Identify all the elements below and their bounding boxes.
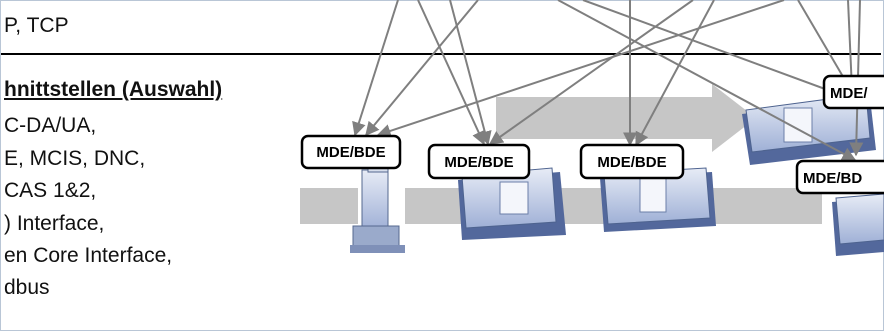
badge-mde-partial-bottom: MDE/BD <box>795 159 884 195</box>
badge-mde-bde-1: MDE/BDE <box>300 134 402 170</box>
badge-label: MDE/BDE <box>316 144 385 161</box>
interface-item: ) Interface, <box>4 212 105 235</box>
badge-mde-partial-top: MDE/ <box>822 74 884 110</box>
badge-mde-bde-2: MDE/BDE <box>427 143 531 180</box>
badge-label: MDE/BD <box>803 170 862 187</box>
interface-item: E, MCIS, DNC, <box>4 147 146 170</box>
machine-lathe-1 <box>458 167 566 240</box>
badge-label: MDE/BDE <box>597 154 666 171</box>
interface-item: CAS 1&2, <box>4 179 97 202</box>
machine-bottom-right <box>832 193 884 256</box>
badge-label: MDE/BDE <box>444 154 513 171</box>
badge-mde-bde-3: MDE/BDE <box>579 143 685 180</box>
machine-drill-press <box>350 147 405 253</box>
flow-arrow-upper <box>496 84 756 152</box>
machine-lathe-2 <box>600 167 716 232</box>
interface-item: C-DA/UA, <box>4 114 97 137</box>
interface-item: en Core Interface, <box>4 244 173 267</box>
protocol-line: P, TCP <box>4 14 69 37</box>
badge-label: MDE/ <box>830 85 868 102</box>
divider-rule <box>1 53 881 55</box>
interface-item: dbus <box>4 276 50 299</box>
interfaces-heading: hnittstellen (Auswahl) <box>4 78 223 101</box>
